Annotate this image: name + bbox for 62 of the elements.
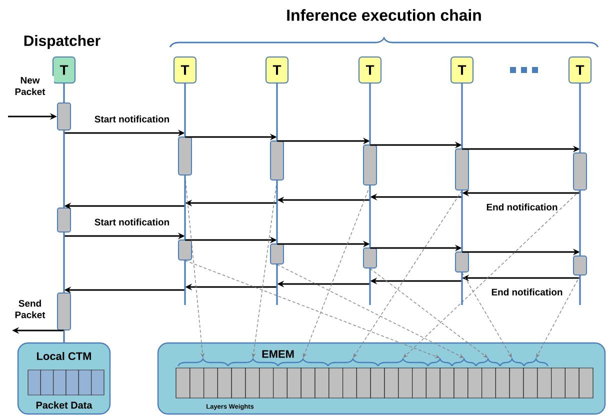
- lifeline: [461, 84, 463, 148]
- lifeline: [184, 260, 186, 305]
- edge-label: End notification: [485, 202, 559, 212]
- edge-label: Start notification: [93, 114, 171, 124]
- lifeline: [461, 190, 463, 252]
- brace: [328, 358, 378, 366]
- activation-box: [57, 292, 71, 330]
- brace: [428, 358, 453, 366]
- lifeline: [369, 84, 371, 144]
- dashed-arrow: [276, 264, 464, 358]
- dashed-arrow: [370, 268, 488, 358]
- brace: [500, 358, 525, 366]
- dashed-arrow: [403, 190, 580, 358]
- lifeline: [369, 268, 371, 305]
- thread-box: T: [450, 56, 474, 84]
- lifeline: [276, 264, 278, 305]
- brace: [452, 358, 477, 366]
- lifeline: [184, 176, 186, 240]
- lifeline: [63, 330, 65, 342]
- edge-label: Send Packet: [6, 298, 54, 320]
- lifeline: [276, 180, 278, 244]
- thread-box: T: [568, 56, 592, 84]
- activation-box: [270, 244, 284, 264]
- thread-box: T: [358, 56, 382, 84]
- edge-label: End notification: [490, 288, 564, 296]
- lifeline: [579, 190, 581, 256]
- brace: [378, 358, 428, 366]
- brace: [178, 358, 228, 366]
- lifeline: [579, 84, 581, 152]
- heading: Dispatcher: [24, 35, 100, 49]
- thread-box: T: [174, 56, 196, 84]
- activation-box: [57, 208, 71, 232]
- activation-box: [363, 248, 377, 268]
- activation-box: [573, 152, 587, 190]
- heading: Inference execution chain: [287, 9, 481, 21]
- activation-box: [573, 256, 587, 276]
- brace: [476, 358, 501, 366]
- lifeline: [63, 232, 65, 292]
- activation-box: [363, 144, 377, 186]
- dashed-arrow: [462, 272, 512, 358]
- activation-box: [270, 140, 284, 180]
- lifeline: [461, 272, 463, 305]
- brace: [278, 358, 328, 366]
- activation-box: [455, 252, 469, 272]
- edge-label: Start notification: [93, 218, 171, 226]
- brace: [228, 358, 278, 366]
- lifeline: [184, 84, 186, 136]
- activation-box: [57, 102, 71, 130]
- lifeline: [63, 130, 65, 208]
- lifeline: [276, 84, 278, 140]
- edge-label: New Packet: [6, 76, 54, 96]
- thread-box: T: [52, 56, 76, 84]
- activation-box: [178, 240, 192, 260]
- thread-box: T: [266, 56, 288, 84]
- brace: [524, 358, 549, 366]
- dashed-arrow: [353, 190, 462, 358]
- lifeline: [63, 84, 65, 102]
- activation-box: [455, 148, 469, 190]
- activation-box: [178, 136, 192, 176]
- lifeline: [579, 276, 581, 305]
- lifeline: [369, 186, 371, 248]
- dashed-arrow: [536, 275, 580, 358]
